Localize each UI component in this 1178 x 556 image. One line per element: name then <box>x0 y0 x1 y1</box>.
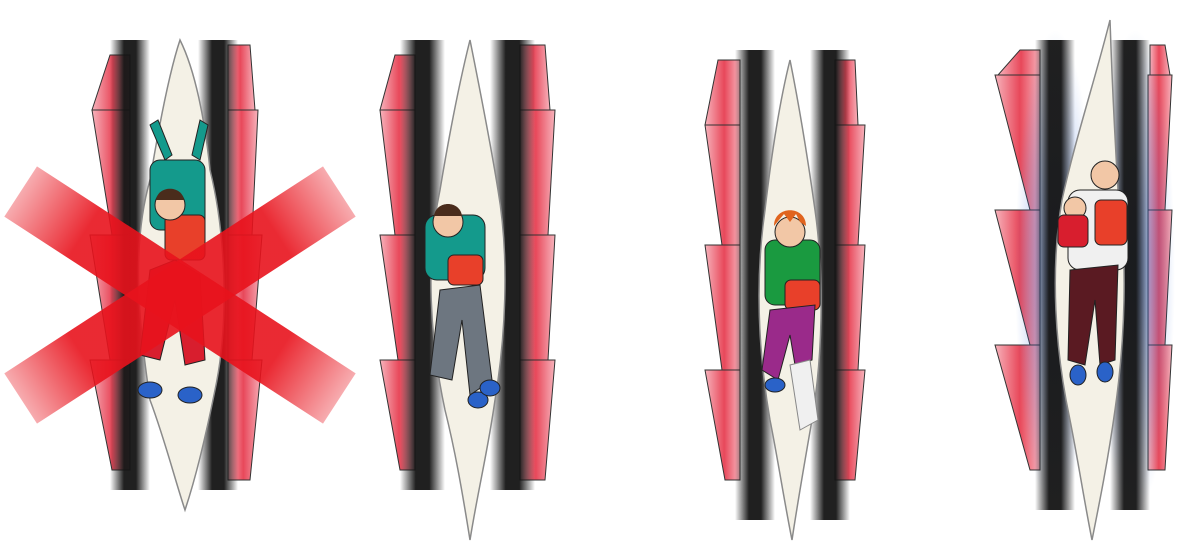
panel-1 <box>4 40 355 510</box>
left-fin-stack <box>705 60 740 480</box>
panel-3 <box>705 50 865 540</box>
panel-4 <box>995 20 1175 540</box>
panel-2 <box>380 40 555 540</box>
